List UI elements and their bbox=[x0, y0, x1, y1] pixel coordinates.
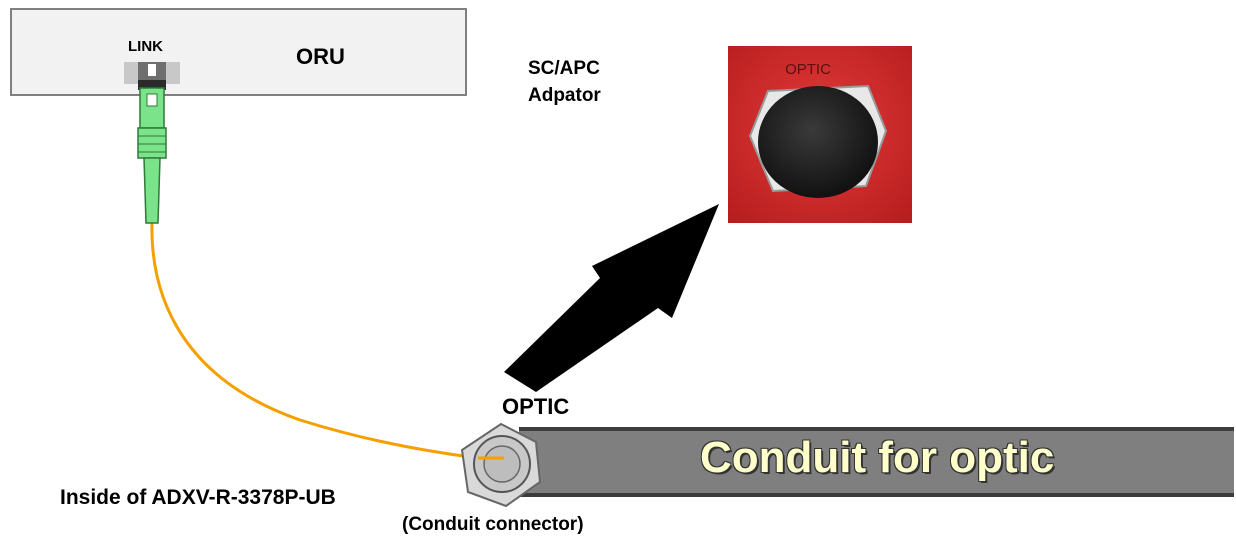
fiber-cable bbox=[150, 221, 479, 460]
adapter-photo-image: OPTIC bbox=[728, 46, 912, 223]
conduit-connector-icon bbox=[460, 422, 542, 508]
sc-connector-icon bbox=[124, 62, 180, 224]
arrow-icon bbox=[504, 204, 719, 392]
adapter-photo-text: OPTIC bbox=[785, 61, 831, 78]
optic-label: OPTIC bbox=[502, 394, 570, 419]
adapter-photo: OPTIC bbox=[728, 46, 912, 223]
conduit-bar bbox=[519, 427, 1234, 497]
oru-box bbox=[10, 8, 467, 96]
adapter-label-line1: SC/APC bbox=[528, 58, 600, 79]
oru-title: ORU bbox=[296, 44, 345, 69]
conduit-title: Conduit for optic bbox=[700, 433, 1055, 482]
adapter-label: SC/APC Adpator bbox=[528, 55, 601, 109]
link-port-label: LINK bbox=[128, 38, 163, 55]
adapter-label-line2: Adpator bbox=[528, 85, 601, 106]
conduit-connector-label: (Conduit connector) bbox=[402, 514, 584, 535]
inside-label: Inside of ADXV-R-3378P-UB bbox=[60, 486, 336, 509]
